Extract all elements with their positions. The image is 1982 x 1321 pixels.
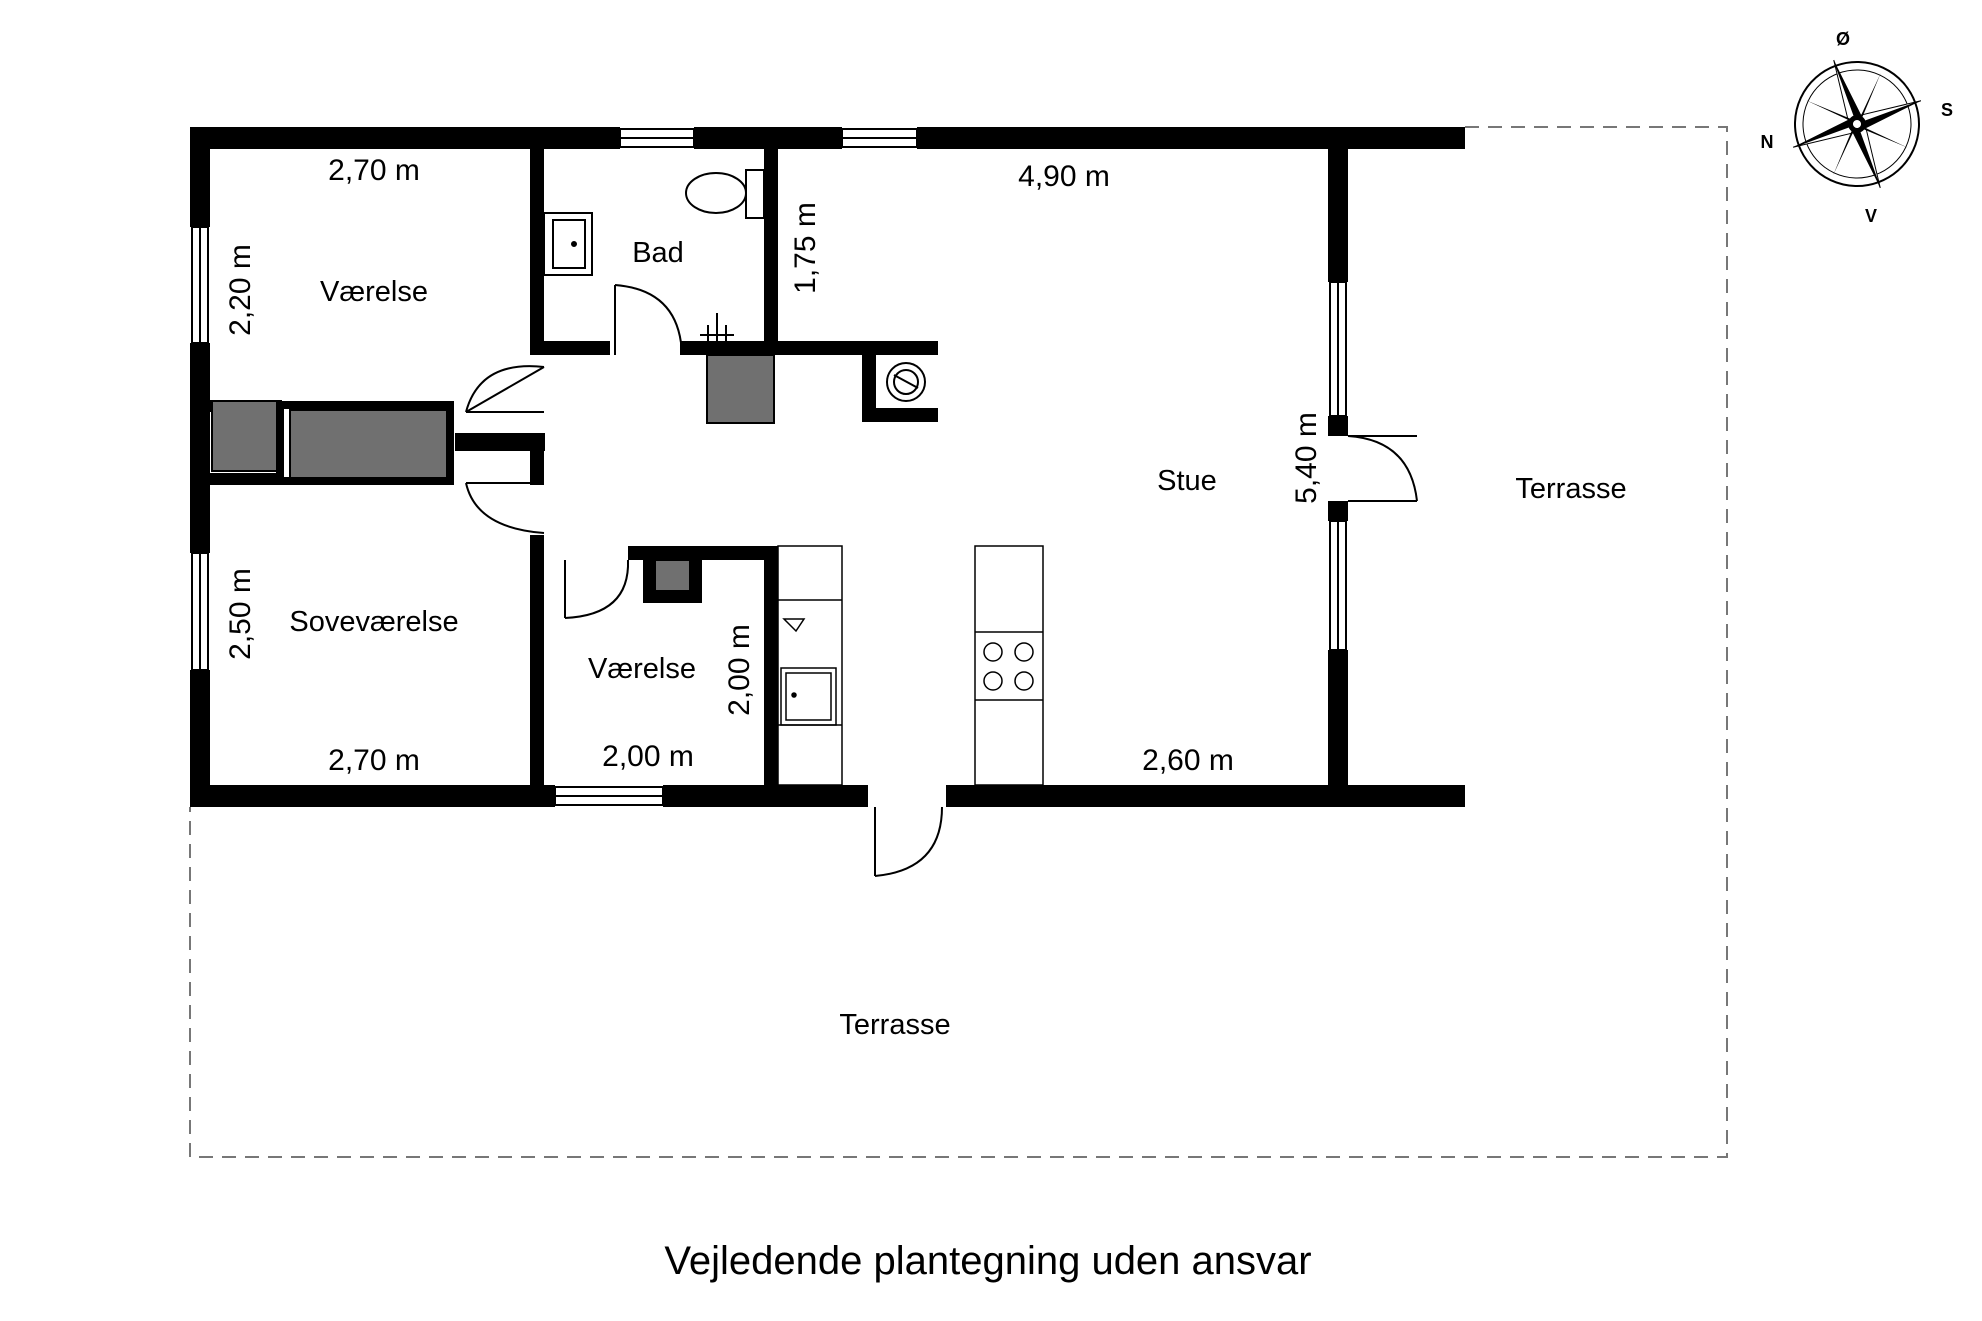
room-label-sovevaerelse: Soveværelse: [289, 606, 458, 638]
room-label-bad: Bad: [632, 237, 684, 269]
stove-burner: [983, 642, 1003, 662]
compass-west-label: V: [1865, 206, 1877, 226]
dimension-label: 2,50 m: [224, 568, 257, 660]
room-label-terrasse-right: Terrasse: [1515, 473, 1626, 505]
cabinets: [211, 354, 775, 592]
room-label-vaerelse-top: Værelse: [320, 276, 428, 308]
dimension-label: 1,75 m: [789, 202, 822, 294]
closet-vaerelse: [654, 559, 691, 592]
room-label-stue: Stue: [1157, 465, 1217, 497]
kitchen-counter-left: [777, 545, 843, 786]
compass-south-label: S: [1941, 100, 1953, 120]
stove-burner: [1014, 642, 1034, 662]
dishwasher-symbol: [782, 618, 806, 633]
dimension-label: 2,00 m: [602, 740, 694, 773]
kitchen-counter-right: [974, 545, 1044, 786]
exterior-walls: [190, 127, 1465, 807]
dimension-label: 2,70 m: [328, 154, 420, 187]
dimension-label: 4,90 m: [1018, 160, 1110, 193]
terrace-outline: [189, 126, 1728, 1158]
doors: [465, 284, 1418, 877]
cabinet-center: [289, 409, 449, 479]
interior-walls: [210, 149, 938, 807]
toilet: [685, 172, 747, 214]
cabinet-hall: [706, 354, 775, 424]
dimension-label: 2,20 m: [224, 244, 257, 336]
windows: [191, 128, 1347, 806]
dimension-label: 2,00 m: [723, 624, 756, 716]
compass-rose: [1792, 59, 1922, 189]
compass-north-label: N: [1761, 132, 1774, 152]
dimension-label: 5,40 m: [1290, 412, 1323, 504]
room-label-terrasse-bottom: Terrasse: [839, 1009, 950, 1041]
dimension-label: 2,70 m: [328, 744, 420, 777]
wood-stove: [886, 362, 926, 402]
kitchen: [777, 545, 1044, 786]
dimension-label: 2,60 m: [1142, 744, 1234, 777]
stove-burner: [983, 671, 1003, 691]
stove-burner: [1014, 671, 1034, 691]
cabinet-left: [211, 400, 281, 472]
bathroom-sink: [543, 212, 593, 276]
kitchen-sink: [780, 667, 837, 726]
plan-caption: Vejledende plantegning uden ansvar: [664, 1239, 1311, 1283]
shower-drain: [700, 313, 734, 345]
compass-east-label: Ø: [1836, 29, 1850, 49]
room-label-vaerelse-bottom: Værelse: [588, 653, 696, 685]
bathroom-fixtures: [543, 169, 765, 346]
